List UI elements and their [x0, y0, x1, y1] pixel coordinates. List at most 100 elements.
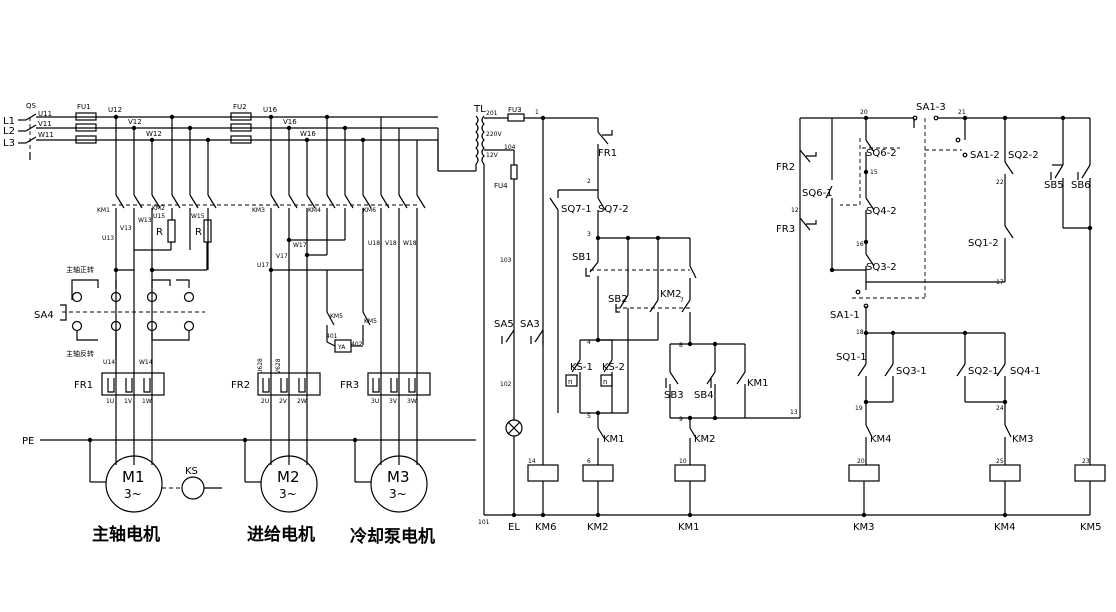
fr3-contact — [799, 217, 817, 231]
control-circuit: TL 201 220V 104 12V FU3 1 FU4 103 FR1 2 … — [473, 102, 1106, 533]
sq72-label: SQ7-2 — [598, 204, 629, 215]
fu3-label: FU3 — [508, 106, 522, 114]
node-label: 20 — [857, 458, 865, 465]
fr3-label: FR3 — [340, 380, 359, 391]
ks2-label: KS-2 — [602, 362, 625, 373]
motor-m1: M1 3~ — [90, 455, 163, 513]
km5-label: KM5 — [330, 313, 343, 320]
motor-m3: M3 3~ — [355, 455, 428, 513]
sq31-label: SQ3-1 — [896, 366, 927, 377]
rev-label: 主轴反转 — [66, 349, 94, 358]
sq32-label: SQ3-2 — [866, 262, 897, 273]
fr2-label: FR2 — [231, 380, 250, 391]
sq61-label: SQ6-1 — [802, 188, 833, 199]
power-circuit: L1 L2 L3 QS U11 V11 W11 FU1 FU2 U12 V1 — [3, 102, 476, 547]
sq41-label: SQ4-1 — [1010, 366, 1041, 377]
km3-il-label: KM3 — [1012, 434, 1034, 445]
ks-symbol: n — [603, 378, 607, 386]
node-label: 25 — [996, 458, 1004, 465]
wire-label: V17 — [276, 253, 288, 260]
fuse-icon — [75, 123, 97, 132]
fuse-icon — [230, 123, 252, 132]
contactor-contacts — [112, 194, 426, 209]
qs-label: QS — [26, 102, 37, 110]
node-label: 16 — [856, 241, 864, 248]
sa5-label: SA5 — [494, 319, 514, 330]
wire-label: W16 — [300, 130, 316, 138]
sb1-label: SB1 — [572, 252, 592, 263]
motor-type: 3~ — [279, 487, 297, 501]
node-label: 18 — [856, 329, 864, 336]
sa11-label: SA1-1 — [830, 310, 860, 321]
ks-label: KS — [185, 466, 198, 477]
wire-label: V11 — [38, 120, 52, 128]
coil-km3 — [848, 464, 880, 482]
sa4-switch — [60, 279, 205, 360]
sq12-label: SQ1-2 — [968, 238, 999, 249]
m3-label: M3 — [387, 468, 410, 486]
sb5-label: SB5 — [1044, 180, 1064, 191]
limit-switch-sq7 — [549, 197, 606, 211]
node-label: 14 — [528, 458, 536, 465]
wire-label: U15 — [153, 213, 165, 220]
wire-label: V13 — [120, 225, 132, 232]
node-label: 21 — [958, 109, 966, 116]
voltage-label: 12V — [486, 152, 499, 159]
coil-label-km3: KM3 — [853, 522, 875, 533]
wire-label: W17 — [293, 242, 307, 249]
caption-spindle-motor: 主轴电机 — [92, 524, 160, 545]
wire-label: W11 — [38, 131, 54, 139]
motor-m2: M2 3~ — [245, 455, 318, 513]
m1-label: M1 — [122, 468, 145, 486]
node-label: 3 — [587, 231, 591, 238]
node-label: 2 — [587, 178, 591, 185]
km4-label: KM4 — [308, 207, 321, 214]
speed-relay-ks: KS — [181, 466, 222, 500]
node-label: 13 — [790, 409, 798, 416]
km2-il-label: KM2 — [694, 434, 716, 445]
wire-label: 2V — [279, 398, 288, 405]
node-label: 4 — [587, 339, 591, 346]
km3-label: KM3 — [252, 207, 265, 214]
km6-label: KM6 — [363, 207, 376, 214]
voltage-label: 220V — [486, 131, 502, 138]
phase-label: L2 — [3, 126, 15, 137]
wire-label: 2U — [261, 398, 269, 405]
wire-label: V18 — [385, 240, 397, 247]
wire-label: W14 — [139, 359, 153, 366]
ks1-label: KS-1 — [570, 362, 593, 373]
resistor-label: R — [195, 227, 202, 238]
node-label: 8 — [679, 342, 683, 349]
node-label: 101 — [478, 519, 490, 526]
m2-label: M2 — [277, 468, 300, 486]
node-label: 9 — [679, 416, 683, 423]
phase-label: L3 — [3, 138, 15, 149]
coil-label-el: EL — [508, 522, 520, 533]
wire-label: 3W — [407, 398, 417, 405]
wire-label: 1V — [124, 398, 133, 405]
thermal-relay-fr3 — [367, 372, 431, 396]
sq22-label: SQ2-2 — [1008, 150, 1039, 161]
wire-label: U14 — [103, 359, 115, 366]
fuse-icon — [510, 164, 518, 180]
fuse-icon — [507, 113, 525, 122]
sb6-label: SB6 — [1071, 180, 1091, 191]
km2-label: KM2 — [152, 205, 165, 212]
node-label: 103 — [500, 257, 512, 264]
caption-coolant-motor: 冷却泵电机 — [350, 526, 435, 547]
fu1-label: FU1 — [77, 103, 91, 111]
sq21-label: SQ2-1 — [968, 366, 999, 377]
coil-km1 — [674, 464, 706, 482]
node-label: 1 — [535, 109, 539, 116]
tl-label: TL — [473, 104, 486, 115]
node-label: 20 — [860, 109, 868, 116]
node-label: 12 — [791, 207, 799, 214]
caption-feed-motor: 进给电机 — [247, 524, 315, 545]
node-label: 5 — [587, 413, 591, 420]
fu4-label: FU4 — [494, 182, 508, 190]
coil-label-km6: KM6 — [535, 522, 557, 533]
fr2-contact-label: FR2 — [776, 162, 795, 173]
coil-label-km2: KM2 — [587, 522, 609, 533]
wire-label: 402 — [351, 341, 363, 348]
